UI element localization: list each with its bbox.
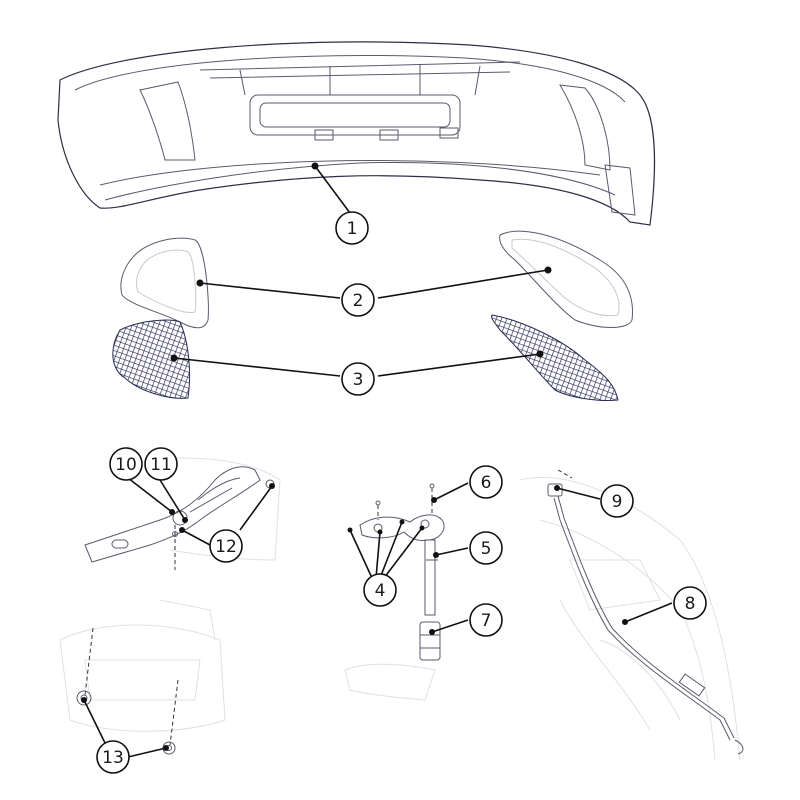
callout-7-label: 7	[481, 611, 492, 631]
callout-4: 4	[363, 573, 397, 607]
bracket-background	[59, 599, 226, 732]
hood-panel	[57, 41, 656, 226]
callout-3-label: 3	[353, 370, 364, 390]
callout-5-label: 5	[481, 539, 492, 559]
callout-3: 3	[341, 362, 375, 396]
hood-bumpers	[76, 627, 179, 755]
left-mesh	[112, 319, 191, 399]
left-seal	[120, 237, 209, 329]
callout-6-label: 6	[481, 473, 492, 493]
callout-2-label: 2	[353, 291, 364, 311]
callout-8: 8	[673, 586, 707, 620]
callout-9: 9	[600, 484, 634, 518]
right-seal	[499, 230, 634, 328]
callout-11: 11	[144, 447, 178, 481]
callout-11-label: 11	[150, 455, 172, 475]
callout-6: 6	[469, 465, 503, 499]
callout-13: 13	[96, 740, 130, 774]
callout-12-label: 12	[215, 537, 237, 557]
callout-10-label: 10	[115, 455, 137, 475]
hood-latch-assembly	[359, 483, 445, 661]
callout-4-label: 4	[375, 581, 386, 601]
callout-9-label: 9	[612, 492, 623, 512]
callout-7: 7	[469, 603, 503, 637]
callout-2: 2	[341, 283, 375, 317]
callout-1-label: 1	[347, 219, 358, 239]
hood-hinge-background	[149, 457, 281, 561]
callout-5: 5	[469, 531, 503, 565]
latch-background	[344, 663, 436, 701]
vehicle-body-background	[519, 477, 741, 761]
hood-prop-rod	[547, 469, 744, 755]
callout-1: 1	[335, 211, 369, 245]
callout-13-label: 13	[102, 748, 124, 768]
callout-12: 12	[209, 529, 243, 563]
callout-10: 10	[109, 447, 143, 481]
hood-hinge	[84, 466, 275, 570]
right-mesh	[491, 314, 619, 401]
leader-lines	[81, 162, 673, 758]
callout-8-label: 8	[685, 594, 696, 614]
